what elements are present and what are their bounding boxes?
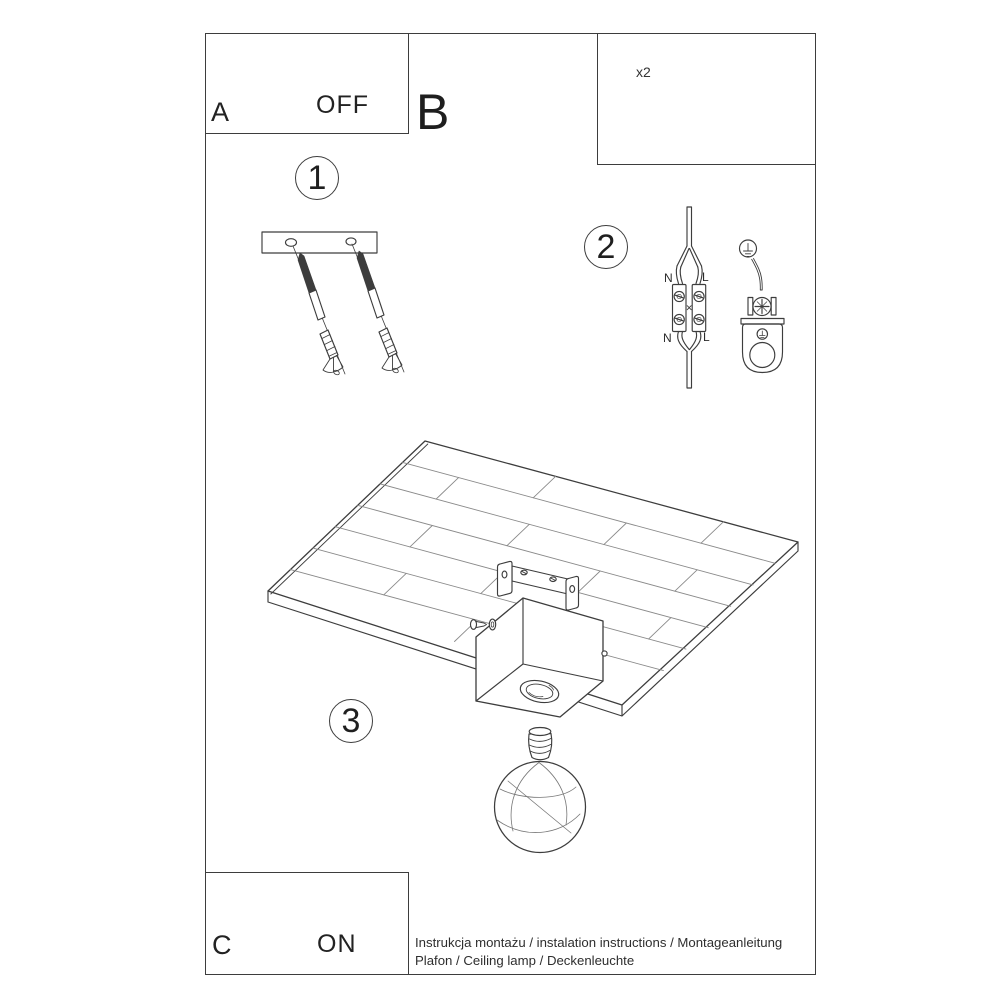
main-frame [205, 33, 816, 975]
wire-label-n-top: N [664, 271, 673, 285]
section-label-b: B [416, 84, 450, 140]
power-off-state: OFF [316, 91, 369, 119]
screw-count-label: x2 [636, 64, 651, 80]
footer-caption: Instrukcja montażu / instalation instruc… [415, 934, 810, 969]
step-3-number: 3 [329, 699, 373, 743]
step-2-number: 2 [584, 225, 628, 269]
wire-label-n-bottom: N [663, 331, 672, 345]
footer-line-1: Instrukcja montażu / instalation instruc… [415, 935, 783, 950]
step-1-number: 1 [295, 156, 339, 200]
footer-line-2: Plafon / Ceiling lamp / Deckenleuchte [415, 952, 635, 968]
parts-box [597, 33, 816, 165]
wire-label-l-bottom: L [703, 330, 710, 344]
section-label-c: C [212, 930, 232, 960]
section-label-a: A [211, 97, 230, 127]
wire-label-l-top: L [702, 270, 709, 284]
power-on-state: ON [317, 930, 357, 958]
power-off-box [205, 33, 409, 134]
power-on-box [205, 872, 409, 975]
